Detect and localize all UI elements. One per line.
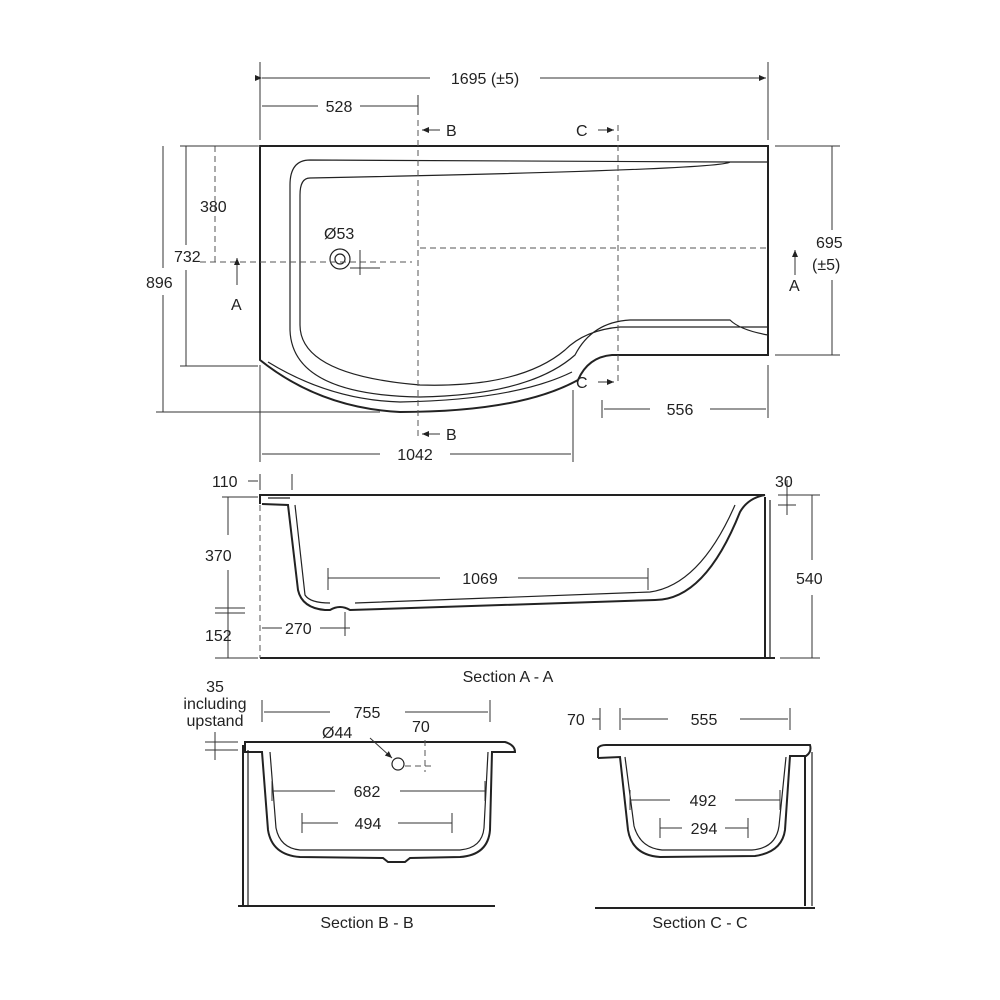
dim-896: 896: [146, 275, 173, 292]
dim-1069: 1069: [462, 571, 498, 588]
dim-370: 370: [205, 548, 232, 565]
waste-outlet-inner: [334, 253, 346, 265]
dim-270: 270: [285, 621, 312, 638]
section-a-caption: Section A - A: [463, 669, 554, 686]
section-c-profile: [597, 744, 812, 859]
dim-492: 492: [690, 793, 717, 810]
dim-528: 528: [326, 99, 353, 116]
note-35: 35: [206, 679, 224, 696]
dim-152: 152: [205, 628, 232, 645]
overflow-outlet: [391, 757, 405, 771]
dim-682: 682: [354, 784, 381, 801]
section-b-profile: [244, 741, 517, 863]
dim-70-c: 70: [567, 712, 585, 729]
dim-555: 555: [691, 712, 718, 729]
dim-waste-diameter: Ø53: [324, 226, 354, 243]
plan-outer-outline: [259, 145, 769, 414]
section-b-marker-top: B: [446, 123, 457, 140]
note-upstand: upstand: [187, 713, 244, 730]
note-including: including: [183, 696, 246, 713]
dim-540: 540: [796, 571, 823, 588]
section-b-caption: Section B - B: [320, 915, 413, 932]
dim-overall-length: 1695 (±5): [451, 71, 519, 88]
section-c-c: 70 555 492 294 Section C - C: [567, 708, 815, 932]
dim-70-overflow: 70: [412, 719, 430, 736]
section-b-b: 35 including upstand 755 Ø44 70 682 494 …: [183, 679, 517, 932]
dim-294: 294: [691, 821, 718, 838]
section-c-marker-top: C: [576, 123, 588, 140]
waste-outlet-outer: [329, 248, 351, 270]
dim-waste-diameter-44: Ø44: [322, 725, 352, 742]
plan-view: 1695 (±5) 528 B C B C 380 732 896 Ø53 A …: [146, 62, 843, 464]
section-c-marker-bottom: C: [576, 375, 588, 392]
plan-inner-basin: [289, 159, 769, 398]
section-a-profile: [259, 494, 766, 612]
dim-494: 494: [355, 816, 382, 833]
plan-rim-edge: [267, 361, 573, 403]
dim-695: 695: [816, 235, 843, 252]
section-a-marker-left: A: [231, 297, 242, 314]
dim-30: 30: [775, 474, 793, 491]
dim-732: 732: [174, 249, 201, 266]
section-a-a: 110 30 370 152 1069 540 270 Section A - …: [205, 474, 823, 686]
section-c-caption: Section C - C: [652, 915, 747, 932]
dim-695-tolerance: (±5): [812, 257, 840, 274]
dim-556: 556: [667, 402, 694, 419]
section-a-marker-right: A: [789, 278, 800, 295]
dim-1042: 1042: [397, 447, 433, 464]
dim-755: 755: [354, 705, 381, 722]
dim-380: 380: [200, 199, 227, 216]
section-b-marker-bottom: B: [446, 427, 457, 444]
dim-110: 110: [212, 474, 238, 491]
